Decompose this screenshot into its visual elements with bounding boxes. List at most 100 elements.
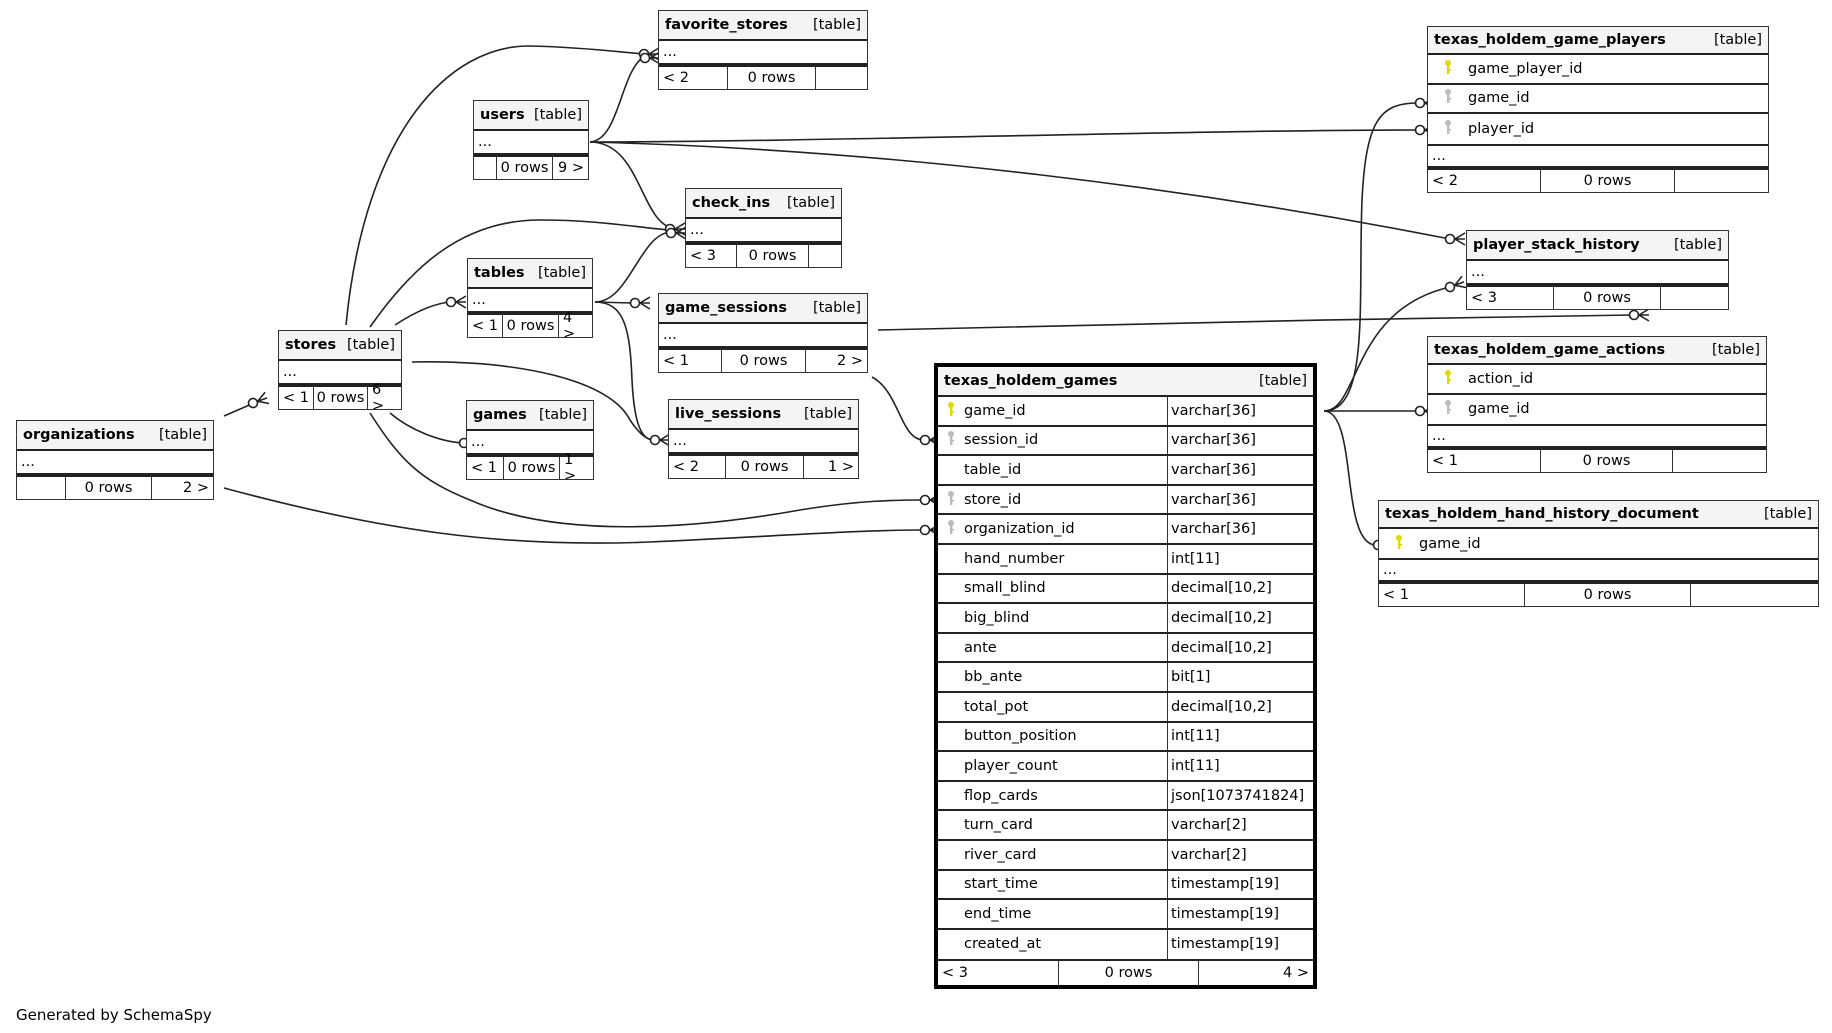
children-link[interactable]: 2 >: [151, 477, 213, 499]
parents-link[interactable]: [17, 477, 65, 499]
table-favorite-stores[interactable]: favorite_stores [table] ... < 2 0 rows: [658, 10, 868, 90]
column-row[interactable]: game_id: [1428, 395, 1766, 425]
table-users[interactable]: users [table] ... 0 rows 9 >: [473, 100, 589, 180]
crows-foot-tables: [445, 295, 467, 309]
table-name: game_sessions: [665, 300, 787, 316]
table-check-ins[interactable]: check_ins [table] ... < 3 0 rows: [685, 188, 842, 268]
foreign-key-icon: [938, 490, 964, 510]
children-link[interactable]: 2 >: [805, 350, 867, 372]
edge-stores-favorite: [345, 45, 645, 326]
parents-link[interactable]: < 1: [471, 460, 497, 476]
table-type: [table]: [1763, 506, 1812, 522]
column-type: timestamp[19]: [1167, 870, 1313, 899]
children-link[interactable]: [1672, 450, 1766, 472]
table-tables[interactable]: tables [table] ... < 1 0 rows 4 >: [467, 258, 593, 342]
parents-link[interactable]: < 1: [1383, 587, 1409, 603]
table-stores[interactable]: stores [table] ... < 1 0 rows 6 >: [278, 330, 402, 414]
children-link[interactable]: 4 >: [1198, 961, 1313, 986]
parents-link[interactable]: [474, 157, 496, 179]
parents-link[interactable]: < 2: [663, 70, 689, 86]
children-link[interactable]: 6 >: [367, 382, 401, 414]
children-link[interactable]: [808, 245, 841, 267]
parents-link[interactable]: < 3: [1471, 290, 1497, 306]
table-texas-holdem-hand-history-document[interactable]: texas_holdem_hand_history_document [tabl…: [1378, 500, 1819, 607]
edge-users-checkins: [589, 141, 673, 229]
children-link[interactable]: 1 >: [803, 456, 858, 478]
column-row[interactable]: game_id: [1428, 85, 1768, 114]
children-link[interactable]: 1 >: [559, 452, 593, 484]
column-name: player_id: [1468, 120, 1535, 137]
parents-link[interactable]: < 2: [1432, 172, 1458, 189]
column-name: game_id: [1468, 401, 1530, 418]
table-name: texas_holdem_games: [944, 373, 1118, 389]
column-row[interactable]: player_id: [1428, 114, 1768, 144]
column-name: session_id: [964, 432, 1039, 449]
parents-link[interactable]: < 3: [942, 965, 968, 982]
children-link[interactable]: [1674, 169, 1768, 192]
children-link[interactable]: [815, 67, 867, 89]
parents-link[interactable]: < 1: [663, 353, 689, 369]
primary-key-icon: [938, 401, 964, 421]
column-type: varchar[36]: [1167, 485, 1313, 514]
row-count: 0 rows: [727, 67, 815, 89]
children-link[interactable]: 4 >: [558, 310, 592, 342]
table-organizations[interactable]: organizations [table] ... 0 rows 2 >: [16, 420, 214, 500]
table-game-sessions[interactable]: game_sessions [table] ... < 1 0 rows 2 >: [658, 293, 868, 373]
table-live-sessions[interactable]: live_sessions [table] ... < 2 0 rows 1 >: [668, 399, 859, 479]
table-games[interactable]: games [table] ... < 1 0 rows 1 >: [466, 400, 594, 484]
row-count: 0 rows: [725, 456, 803, 478]
column-type: timestamp[19]: [1167, 900, 1313, 928]
column-name: big_blind: [964, 609, 1030, 626]
edge-users-player: [589, 129, 1419, 143]
columns-ellipsis: ...: [283, 364, 297, 380]
row-count: 0 rows: [1524, 584, 1690, 606]
parents-link[interactable]: < 1: [472, 318, 498, 334]
column-name: turn_card: [964, 817, 1033, 834]
children-link[interactable]: 9 >: [552, 157, 588, 179]
parents-link[interactable]: < 1: [283, 390, 309, 406]
row-count: 0 rows: [65, 477, 151, 499]
parents-link[interactable]: < 1: [1432, 453, 1458, 469]
children-link[interactable]: [1690, 584, 1818, 606]
column-type: int[11]: [1167, 722, 1313, 751]
parents-link[interactable]: < 2: [673, 459, 699, 475]
table-player-stack-history[interactable]: player_stack_history [table] ... < 3 0 r…: [1466, 230, 1729, 310]
column-name: total_pot: [964, 698, 1029, 715]
row-count: 0 rows: [496, 157, 552, 179]
column-type: varchar[2]: [1167, 840, 1313, 869]
table-name: tables: [474, 265, 525, 281]
column-row[interactable]: action_id: [1428, 365, 1766, 395]
table-texas-holdem-game-actions[interactable]: texas_holdem_game_actions [table] action…: [1427, 336, 1767, 473]
parents-link[interactable]: < 3: [690, 248, 716, 264]
column-row[interactable]: game_player_id: [1428, 55, 1768, 85]
columns-ellipsis: ...: [1471, 264, 1485, 280]
column-row[interactable]: game_id: [1379, 529, 1818, 558]
column-name: organization_id: [964, 521, 1075, 538]
foreign-key-icon: [938, 519, 964, 539]
primary-key-icon: [1379, 534, 1419, 554]
table-texas-holdem-game-players[interactable]: texas_holdem_game_players [table] game_p…: [1427, 26, 1769, 193]
children-link[interactable]: [1660, 287, 1728, 309]
edge-gamesessions-psh: [877, 314, 1633, 331]
